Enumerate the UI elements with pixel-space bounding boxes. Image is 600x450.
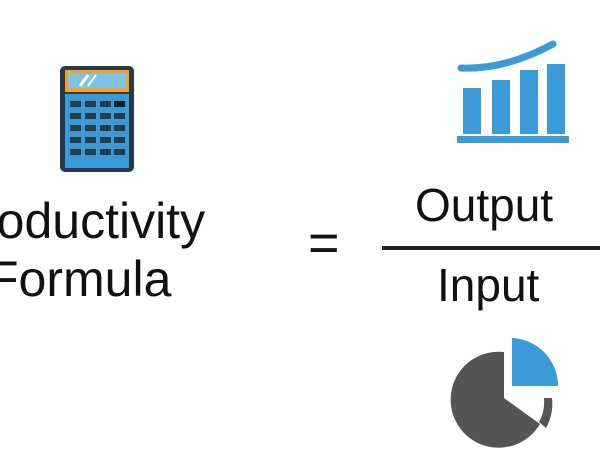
calculator-icon: [60, 66, 134, 172]
equals-sign: =: [308, 213, 340, 273]
bar-chart-icon: [457, 40, 569, 143]
formula-title-line2: Formula: [0, 251, 172, 307]
denominator: Input: [437, 259, 540, 311]
formula-title-line1: roductivity: [0, 193, 206, 249]
numerator: Output: [415, 179, 554, 231]
pie-chart-icon: [450, 338, 558, 448]
fraction-bar: [382, 246, 600, 250]
